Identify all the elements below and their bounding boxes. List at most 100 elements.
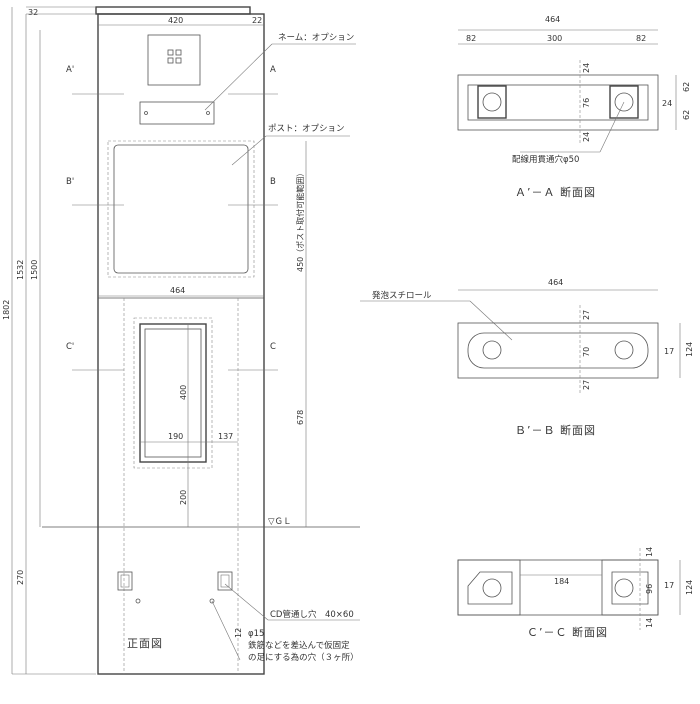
leader-pin bbox=[211, 600, 241, 661]
section-c: 184 14 96 14 17 124 Ｃ’－Ｃ 断面図 bbox=[457, 547, 694, 639]
cut-label-a-prime: A' bbox=[66, 65, 74, 75]
section-a: 464 82 300 82 24 76 24 24 62 62 配線用貫通穴φ5… bbox=[457, 15, 691, 199]
hole-c-left bbox=[482, 578, 502, 598]
dim-24-top: 24 bbox=[582, 63, 591, 73]
pin-hole-left bbox=[135, 598, 141, 604]
dim-62-b: 62 bbox=[682, 110, 691, 120]
cut-label-c: C bbox=[270, 342, 276, 352]
cut-label-b: B bbox=[270, 177, 276, 187]
cd-hole-right-inner bbox=[220, 574, 230, 588]
dim-17-b: 17 bbox=[664, 347, 674, 356]
dim-62-a: 62 bbox=[682, 82, 691, 92]
dim-464-front: 464 bbox=[170, 286, 185, 295]
cut-label-c-prime: C' bbox=[66, 342, 74, 352]
section-c-right-wall bbox=[601, 559, 659, 616]
cd-hole-left bbox=[117, 571, 133, 591]
pin-hole-label-1: φ15 bbox=[248, 629, 264, 639]
pin-hole-label-2: 鉄筋などを差込んで仮固定 bbox=[248, 640, 350, 651]
dim-137: 137 bbox=[218, 432, 233, 441]
front-view-title: 正面図 bbox=[127, 637, 163, 650]
section-a-title: Ａ’－Ａ 断面図 bbox=[515, 185, 596, 199]
cd-hole-label: CD管通し穴 40×60 bbox=[270, 609, 354, 620]
dim-24-bottom: 24 bbox=[582, 132, 591, 142]
section-b-wall bbox=[457, 322, 659, 379]
post-cap bbox=[95, 6, 251, 15]
dim-464-a: 464 bbox=[545, 15, 560, 24]
screw-icon bbox=[144, 111, 148, 115]
foam-core bbox=[467, 332, 649, 369]
pin-hole-right bbox=[209, 598, 215, 604]
section-c-title: Ｃ’－Ｃ 断面図 bbox=[527, 625, 608, 639]
post-mount-range bbox=[107, 140, 255, 278]
dim-32: 32 bbox=[28, 8, 38, 17]
leader-post bbox=[231, 135, 267, 166]
section-a-wall bbox=[457, 74, 659, 131]
gl-label: ▽ＧＬ bbox=[268, 517, 292, 527]
dim-184: 184 bbox=[554, 577, 569, 586]
dim-124-c: 124 bbox=[685, 580, 694, 595]
hole-b-left bbox=[482, 340, 502, 360]
dim-96: 96 bbox=[645, 584, 654, 594]
leader-cd bbox=[224, 583, 269, 621]
cut-label-a: A bbox=[270, 65, 276, 75]
light-box-left bbox=[477, 85, 507, 119]
section-b: 464 発泡スチロール 27 70 27 17 124 Ｂ’－Ｂ 断面図 bbox=[360, 278, 694, 437]
dim-82-left: 82 bbox=[466, 34, 476, 43]
section-c-outline bbox=[457, 559, 659, 616]
section-a-cavity bbox=[467, 84, 649, 121]
screw-icon bbox=[206, 111, 210, 115]
name-option-label: ネーム：オプション bbox=[278, 33, 354, 43]
dim-14-top: 14 bbox=[645, 547, 654, 557]
dim-12: 12 bbox=[234, 628, 243, 638]
dim-82-right: 82 bbox=[636, 34, 646, 43]
section-c-left-wall bbox=[457, 559, 521, 616]
opening-outline bbox=[133, 317, 213, 469]
dim-1802: 1802 bbox=[2, 300, 11, 320]
leader-name bbox=[204, 43, 273, 111]
dim-27-top: 27 bbox=[582, 310, 591, 320]
dim-200: 200 bbox=[179, 490, 188, 505]
leader-wiring bbox=[599, 101, 625, 153]
nameplate bbox=[139, 101, 215, 125]
post-option-label: ポスト：オプション bbox=[268, 124, 345, 134]
dim-464-b: 464 bbox=[548, 278, 563, 287]
light-square-icon bbox=[175, 57, 182, 64]
dim-1532: 1532 bbox=[16, 260, 25, 280]
dim-70: 70 bbox=[582, 347, 591, 357]
light-window bbox=[147, 34, 201, 86]
dim-270: 270 bbox=[16, 570, 25, 585]
wiring-hole-label: 配線用貫通穴φ50 bbox=[512, 154, 579, 165]
light-square-icon bbox=[167, 49, 174, 56]
hole-b-right bbox=[614, 340, 634, 360]
dim-420: 420 bbox=[168, 16, 183, 25]
dim-190: 190 bbox=[168, 432, 183, 441]
light-square-icon bbox=[175, 49, 182, 56]
post-mount-area bbox=[113, 144, 249, 274]
dim-76: 76 bbox=[582, 98, 591, 108]
dim-27-bottom: 27 bbox=[582, 380, 591, 390]
foam-right bbox=[611, 571, 649, 605]
foam-left bbox=[467, 571, 513, 605]
light-box-right bbox=[609, 85, 639, 119]
front-view: ▽ＧＬ 420 22 32 1802 1532 1500 270 450（ポスト… bbox=[2, 6, 360, 675]
dim-14-bottom: 14 bbox=[645, 618, 654, 628]
dim-17-c: 17 bbox=[664, 581, 674, 590]
wiring-hole-right bbox=[614, 92, 634, 112]
dim-300: 300 bbox=[547, 34, 562, 43]
wiring-hole-left bbox=[482, 92, 502, 112]
dim-678: 678 bbox=[296, 410, 305, 425]
cd-hole-left-inner bbox=[120, 574, 130, 588]
light-square-icon bbox=[167, 57, 174, 64]
opening-frame bbox=[139, 323, 207, 463]
section-b-title: Ｂ’－Ｂ 断面図 bbox=[515, 423, 596, 437]
dim-450: 450（ポスト取付可能範囲） bbox=[295, 169, 305, 272]
dim-400: 400 bbox=[179, 385, 188, 400]
cd-hole-right bbox=[217, 571, 233, 591]
cut-label-b-prime: B' bbox=[66, 177, 74, 187]
opening-inner bbox=[144, 328, 202, 458]
hole-c-right bbox=[614, 578, 634, 598]
leader-foam bbox=[469, 300, 513, 341]
dim-1500: 1500 bbox=[30, 260, 39, 280]
